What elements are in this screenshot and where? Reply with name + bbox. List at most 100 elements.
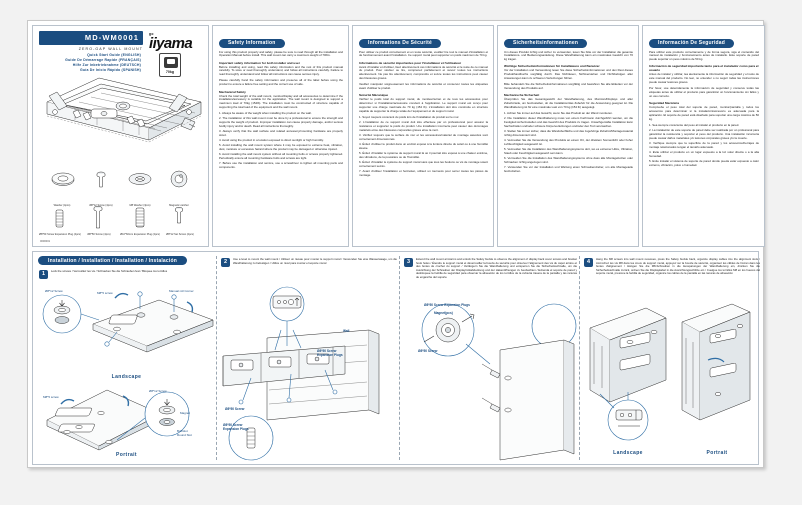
- part-label-7: Ø8*12 Set Screw (4pcs): [166, 233, 194, 236]
- safety-column-german: Sicherheitsinformationen Um dieses Produ…: [497, 25, 639, 247]
- mechanical-fr: Vérifiez le poids total du support mural…: [359, 97, 488, 113]
- svg-text:M8*5 screw: M8*5 screw: [43, 395, 60, 399]
- step-2-diagram: Wall Ø8*50 Screw Expansion Plugs Ø8*50 S…: [222, 286, 380, 461]
- bullet-es-2: 3. Verifique siempre que la superficie d…: [649, 140, 759, 149]
- important-fr: Avant d'installer et d'utiliser, lisez a…: [359, 64, 488, 80]
- step-2-number: 2: [221, 258, 230, 267]
- step-1-orientation-landscape: Landscape: [111, 374, 142, 380]
- svg-text:Magnet(pcs): Magnet(pcs): [434, 311, 453, 315]
- bullet-en-2: 3. Always verify that the wall surface a…: [219, 129, 343, 138]
- bullet-fr-3: 4. Évitez d'utiliser le produit dans un …: [359, 142, 488, 150]
- divider-3: [579, 256, 580, 460]
- mechanical-de: Überprüfen Sie das Gesamtgewicht der Wan…: [504, 97, 633, 109]
- svg-text:Expansion Plugs: Expansion Plugs: [317, 353, 343, 357]
- step-2-cell: 2 Use a level to mount the wall mount / …: [219, 254, 399, 462]
- svg-text:Ø8*12 Screw: Ø8*12 Screw: [149, 389, 168, 393]
- step-1-landscape-diagram: Ø8*12 Screw M8*5 screw Manual roll Corne…: [42, 289, 214, 353]
- step-1-orientation-portrait: Portrait: [116, 452, 137, 458]
- quick-start-guide-sheet: MD-WM0001 ZERO-GAP WALL MOUNT Quick Star…: [27, 20, 765, 468]
- safety-column-spanish: Información De Seguridad Para utilizar e…: [642, 25, 765, 247]
- part-label-4: Ø8*50 Screw Expansion Plug (4pcs): [39, 233, 81, 236]
- svg-text:M8*5 screw: M8*5 screw: [97, 291, 114, 295]
- guide-line-es: Guía De Inicio Rápido (SPANISH): [80, 68, 141, 72]
- bullet-fr-2: 3. Vérifiez toujours que la surface du m…: [359, 133, 488, 141]
- wall-mount-bracket-drawing: [46, 77, 202, 143]
- important-en: Before installing and using, read this s…: [219, 64, 343, 77]
- step-4-cell: 4 Hang the M8 screws into wall mount rec…: [582, 254, 762, 462]
- svg-text:Ø8*12 Screw: Ø8*12 Screw: [45, 289, 64, 293]
- part-label-2: M8 Washer (3pcs): [129, 204, 151, 207]
- step-3-number: 3: [404, 258, 413, 267]
- svg-text:Ø8*50 Screw Expansion Plugs: Ø8*50 Screw Expansion Plugs: [424, 303, 470, 307]
- bullet-fr-6: 7. Avant d'utiliser l'installation et l'…: [359, 168, 488, 177]
- subheading-mechanical-fr: Sécurité Mécanique: [359, 93, 389, 98]
- step-1-number: 1: [39, 270, 48, 279]
- bullet-en-6: 7. Before use the installation and servi…: [219, 161, 343, 170]
- bullet-fr-1: 2. L'installation de ce support mural do…: [359, 120, 488, 132]
- bullet-fr-5: 6. Évitez d'installer le système de supp…: [359, 159, 488, 168]
- bullet-es-0: 1. Sea siempre consciente del peso al in…: [649, 122, 740, 127]
- weight-label: 70kg: [165, 70, 175, 74]
- step-3-cell: 3 Extend the wall mount arm/arms and unl…: [402, 254, 579, 462]
- bullet-de-0: 1. Achten Sie immer auf das Gewicht, wen…: [504, 111, 613, 116]
- intro-de: Um dieses Produkt richtig und sicher zu …: [504, 49, 633, 62]
- iiyama-logo: go iiyama: [149, 32, 205, 53]
- step-3-text: Extend the wall mount arm/arms and unloc…: [416, 257, 577, 279]
- bullet-es-1: 2. La instalación de este soporte de par…: [649, 128, 759, 140]
- installation-band: Installation / Installation / Installati…: [32, 251, 762, 465]
- step-4-number: 4: [584, 258, 593, 267]
- svg-text:Bolt/slot: Bolt/slot: [177, 429, 188, 433]
- top-band: MD-WM0001 ZERO-GAP WALL MOUNT Quick Star…: [32, 25, 765, 247]
- step-4-orientation-landscape: Landscape: [613, 450, 643, 456]
- display-icon: [164, 57, 178, 68]
- svg-text:Ø8*50 Screw: Ø8*50 Screw: [225, 407, 245, 411]
- svg-text:Expansion Plugs: Expansion Plugs: [223, 427, 249, 431]
- guide-line-en: Quick Start Guide (ENGLISH): [87, 53, 141, 57]
- bullet-de-6: 7. Verwenden Sie vor der Installation un…: [504, 165, 633, 173]
- subheading-important-de: Wichtige Sicherheitsinformationen für In…: [504, 64, 600, 69]
- subheading-important-fr: Informations de sécurité importantes pou…: [359, 60, 462, 65]
- bullet-fr-4: 5. Évitez d'installer le système de supp…: [359, 151, 488, 159]
- section-heading-safety-fr: Informations De Sécurité: [359, 38, 441, 48]
- bullet-en-5: 6. Avoid installing the wall mount syste…: [219, 152, 343, 161]
- divider-2: [399, 256, 400, 460]
- logo-wordmark: iiyama: [149, 35, 193, 52]
- svg-text:Round Slot: Round Slot: [177, 433, 192, 437]
- bullet-de-4: 5. Vermeiden Sie die Installation des Wa…: [504, 147, 633, 155]
- document-code: 0000001: [40, 240, 51, 243]
- weight-capacity-badge: 70kg: [159, 53, 181, 77]
- part-label-6: Ø10*60mm Expansion Plug (4pcs): [120, 233, 160, 236]
- mechanical-en: Check the total weight of the wall mount…: [219, 93, 343, 109]
- bullet-de-1: 2. Die Installation dieser Wandhalterung…: [504, 116, 633, 129]
- installation-heading: Installation / Installation / Installati…: [38, 256, 187, 265]
- subheading-mechanical-de: Mechanische Sicherheit: [504, 93, 540, 98]
- step-1-portrait-diagram: M8*5 screw Ø8*12 Screw Magnet Bolt/slot …: [43, 389, 192, 451]
- bullet-de-2: 3. Stellen Sie immer sicher, dass die Wa…: [504, 129, 633, 138]
- step-4-landscape-diagram: [589, 307, 667, 441]
- subheading-mechanical-en: Mechanical Safety: [219, 89, 246, 94]
- svg-text:Ø8*50 Screw: Ø8*50 Screw: [317, 349, 337, 353]
- section-heading-safety-de: Sicherheitsinformationen: [504, 38, 588, 48]
- svg-text:Wall: Wall: [343, 329, 350, 333]
- intro-es: Para utilizar este producto correctament…: [649, 49, 759, 62]
- safety-column-english: Safety Information For using this produc…: [212, 25, 349, 247]
- logo-superscript: go: [149, 32, 154, 36]
- bullet-en-1: 2. The installation of this wall mount m…: [219, 116, 343, 129]
- model-name: MD-WM0001: [84, 33, 139, 42]
- bullet-de-3: 4. Vermeiden Sie die Verwendung des Prod…: [504, 138, 633, 147]
- step-3-diagram: Ø8*50 Screw Expansion Plugs Magnet(pcs) …: [418, 303, 577, 461]
- product-subtitle: ZERO-GAP WALL MOUNT: [78, 47, 143, 51]
- important-es: Antes de instalar y utilizar, lea atenta…: [649, 72, 759, 84]
- divider-1: [216, 256, 217, 460]
- subheading-important-en: Important safety information for both in…: [219, 60, 300, 65]
- intro-fr: Pour utiliser ce produit correctement et…: [359, 49, 488, 58]
- note-es: Por favor, use detenidamente la informac…: [649, 86, 759, 98]
- mechanical-es: Compruebe el peso total del soporte de p…: [649, 105, 759, 121]
- part-label-3: Magnetic catcher: [169, 204, 189, 207]
- bullet-en-3: 4. Avoid using the product in a location…: [219, 138, 324, 143]
- note-fr: Veuillez manipuler soigneusement les inf…: [359, 82, 488, 91]
- svg-text:Manual roll Corner: Manual roll Corner: [169, 289, 194, 293]
- svg-text:Magnet: Magnet: [180, 411, 190, 415]
- part-label-1: Ø8*12 Screw (4pcs): [89, 204, 113, 207]
- subheading-important-es: Información de seguridad importante tant…: [649, 64, 759, 73]
